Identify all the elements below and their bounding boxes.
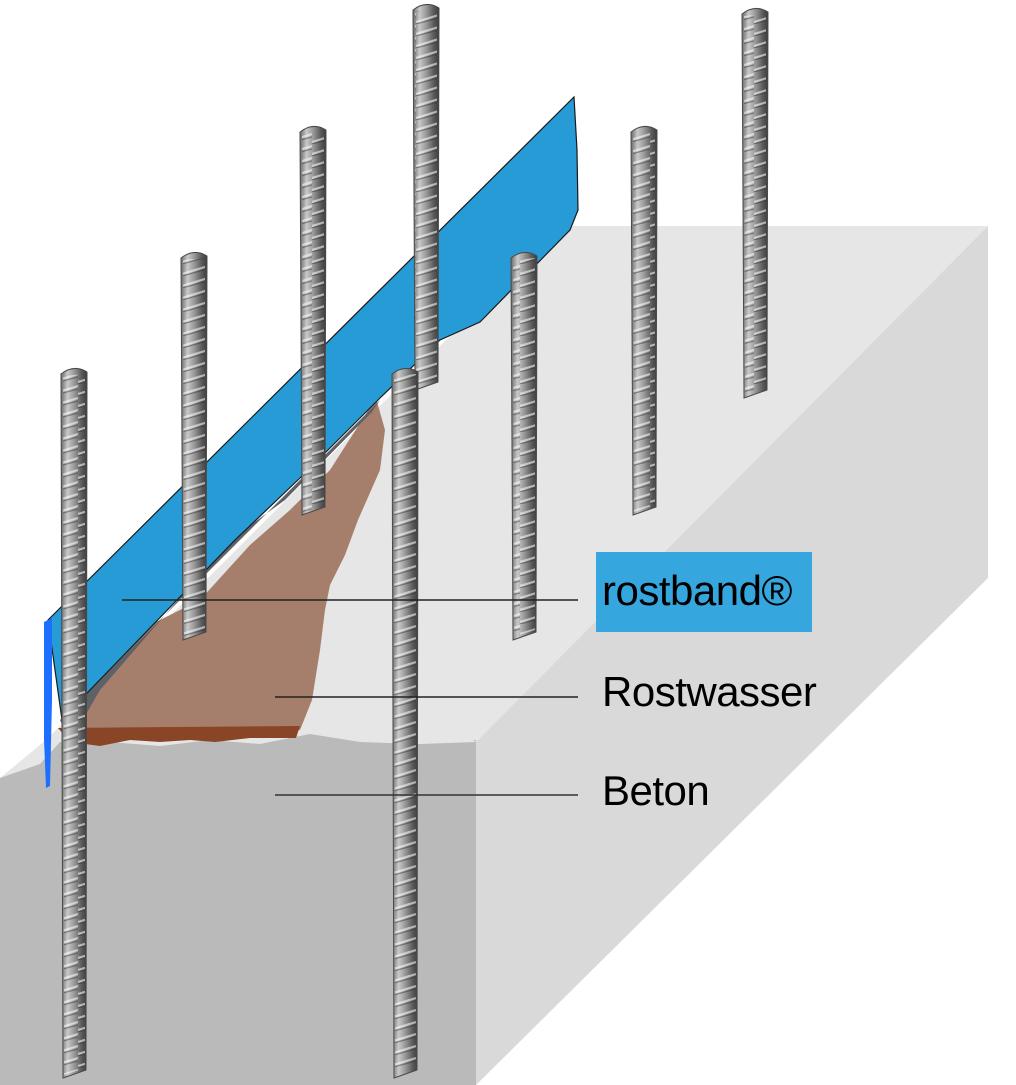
rostband-underside [60,400,380,742]
label-box-rostband [596,552,812,632]
rust-water-stain [62,398,385,738]
rebar-ribs [415,10,437,387]
concrete-front-face [0,730,476,1085]
rebar-ribs [394,374,416,1075]
label-beton: Beton [602,767,709,814]
rebar [180,252,208,641]
label-rostband: rostband® [602,567,792,614]
rebar [412,4,440,391]
rebar-group [60,4,769,1079]
rust-water-edge [58,726,300,746]
rebar [630,126,658,516]
rostband-drip [44,618,52,788]
rebar-ribs [302,132,324,512]
rebar-ribs [744,14,766,395]
rebar [60,368,88,1079]
rebar-ribs [633,132,655,512]
rebar [510,252,538,641]
rebar-ribs [513,258,535,637]
rebar-ribs [183,258,205,637]
concrete-side-face [476,226,988,1085]
rebar-ribs [63,374,85,1075]
rebar [299,126,327,516]
rebar [741,8,769,399]
rebar [391,368,419,1079]
label-rostwasser: Rostwasser [602,668,817,715]
